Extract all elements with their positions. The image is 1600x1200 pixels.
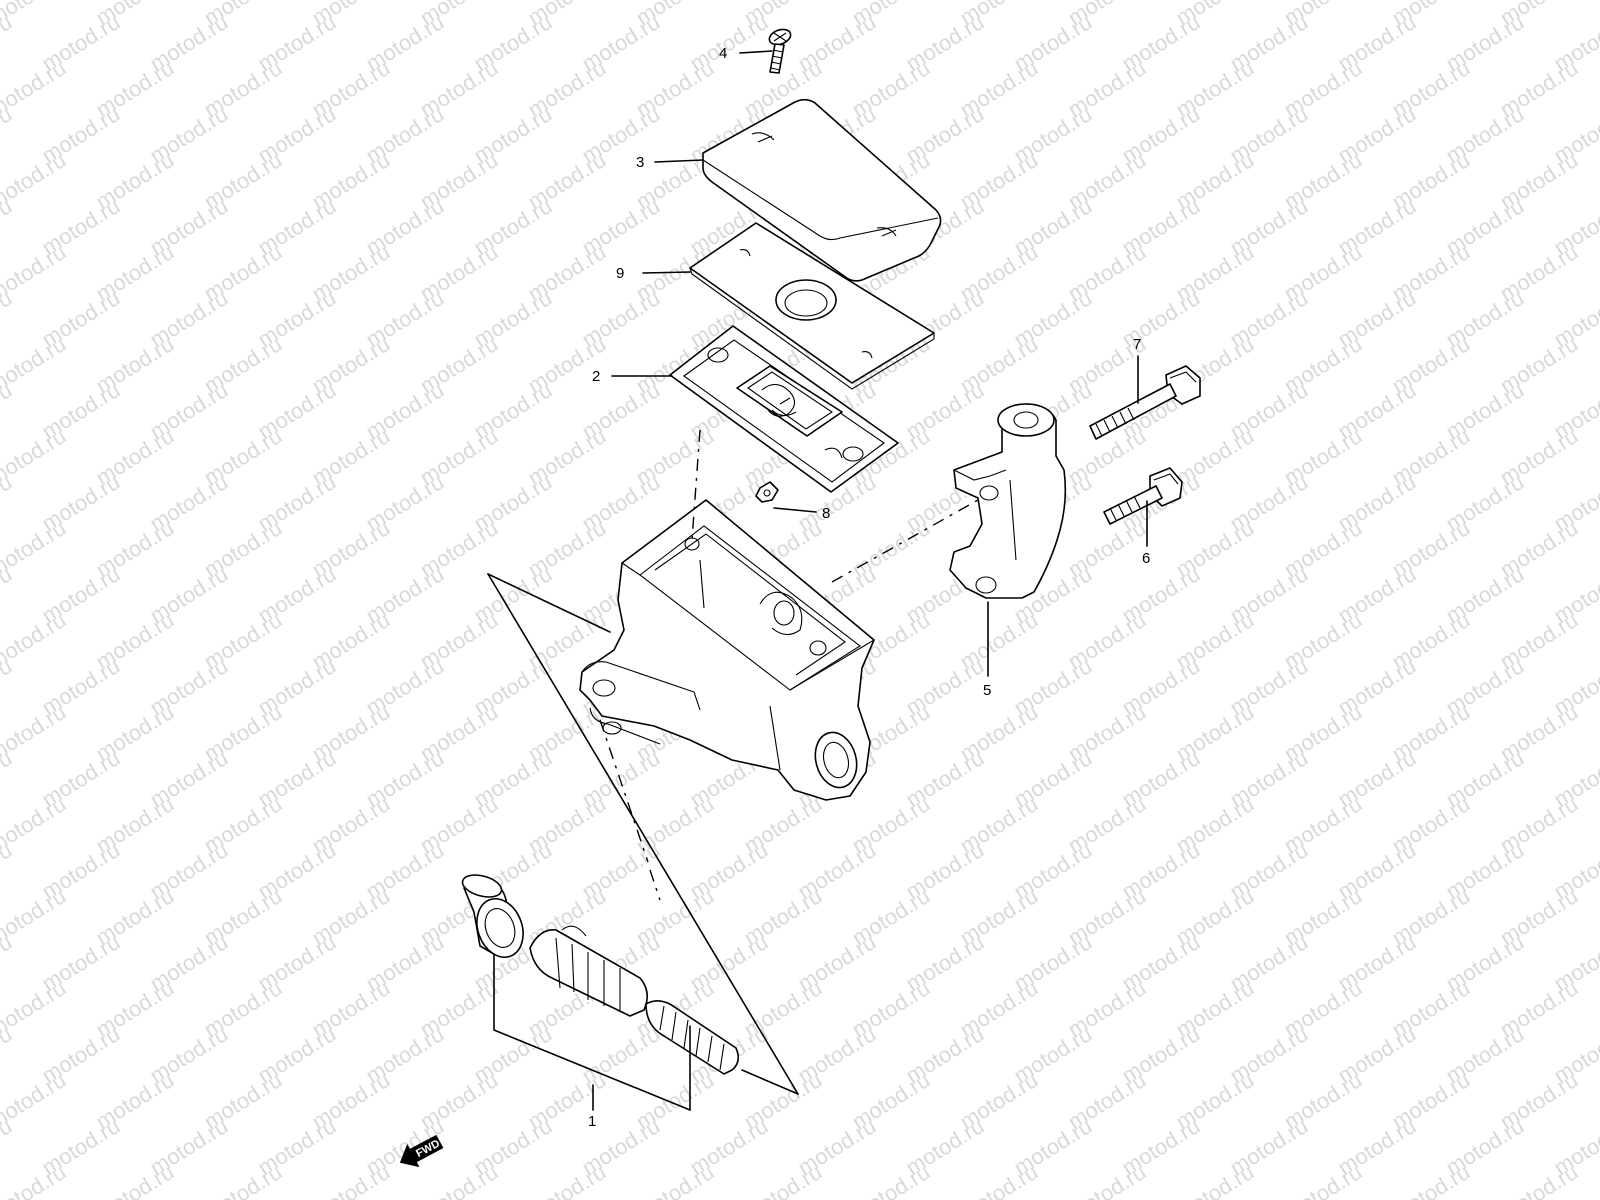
callout-numbers: 1 2 3 4 5 6 7 8 9 <box>588 45 1150 1130</box>
watermark-text: motod.ru <box>955 1159 1042 1200</box>
watermark-text: motod.ru <box>0 607 70 674</box>
callout-label-1[interactable]: 1 <box>588 1113 596 1130</box>
watermark-text: motod.ru <box>0 699 70 766</box>
watermark-text: motod.ru <box>0 55 70 122</box>
callout-label-6[interactable]: 6 <box>1142 550 1150 567</box>
watermark-text: motod.ru <box>0 331 70 398</box>
watermark-text: motod.ru <box>0 883 70 950</box>
watermark-text: motod.ru <box>307 1159 394 1200</box>
watermark-text: motod.ru <box>631 1159 718 1200</box>
watermark-text: motod.ru <box>0 791 70 858</box>
callout-label-4[interactable]: 4 <box>719 45 727 62</box>
leader-lines <box>592 50 1148 1111</box>
watermark-text: motod.ru <box>1495 1159 1582 1200</box>
reservoir-cap-part-3[interactable] <box>702 98 942 282</box>
watermark-text: motod.ru <box>199 1159 286 1200</box>
watermark-text: motod.ru <box>1387 1159 1474 1200</box>
diaphragm-gasket-part-2[interactable] <box>669 325 899 493</box>
callout-label-5[interactable]: 5 <box>983 682 991 699</box>
watermark-text: motod.ru <box>739 1159 826 1200</box>
watermark-text: motod.ru <box>0 515 70 582</box>
forward-arrow-icon <box>399 1134 444 1168</box>
watermark-text: motod.ru <box>0 423 70 490</box>
watermark-text: motod.ru <box>847 1159 934 1200</box>
callout-label-2[interactable]: 2 <box>592 368 600 385</box>
watermark-text: motod.ru <box>415 1159 502 1200</box>
clamp-part-5[interactable] <box>949 403 1067 599</box>
diaphragm-plate-part-9[interactable] <box>689 222 935 390</box>
watermark-text: motod.ru <box>1171 1159 1258 1200</box>
callout-label-3[interactable]: 3 <box>636 154 644 171</box>
watermark-text: motod.ru <box>1063 1159 1150 1200</box>
master-cylinder-body[interactable] <box>579 499 875 801</box>
kit-bracket-lines <box>487 573 799 1111</box>
callout-label-7[interactable]: 7 <box>1133 336 1141 353</box>
watermark-text: motod.ru <box>0 975 70 1042</box>
watermark-text: motod.ru <box>0 239 70 306</box>
watermark-text: motod.ru <box>1279 1159 1366 1200</box>
bolt-part-6[interactable] <box>1103 467 1183 525</box>
bolt-part-7[interactable] <box>1089 365 1201 440</box>
screw-part-4[interactable] <box>767 27 792 74</box>
watermark-text: motod.ru <box>523 1159 610 1200</box>
piston-kit-part-1[interactable] <box>460 871 740 1075</box>
watermark-text: motod.ru <box>91 1159 178 1200</box>
watermark-text: motod.ru <box>0 1067 70 1134</box>
watermark-text: motod.ru <box>0 1159 70 1200</box>
callout-label-8[interactable]: 8 <box>822 505 830 522</box>
clip-part-8[interactable] <box>755 481 779 503</box>
assembly-centerlines <box>599 429 979 901</box>
callout-label-9[interactable]: 9 <box>616 265 624 282</box>
watermark-text: motod.ru <box>0 147 70 214</box>
